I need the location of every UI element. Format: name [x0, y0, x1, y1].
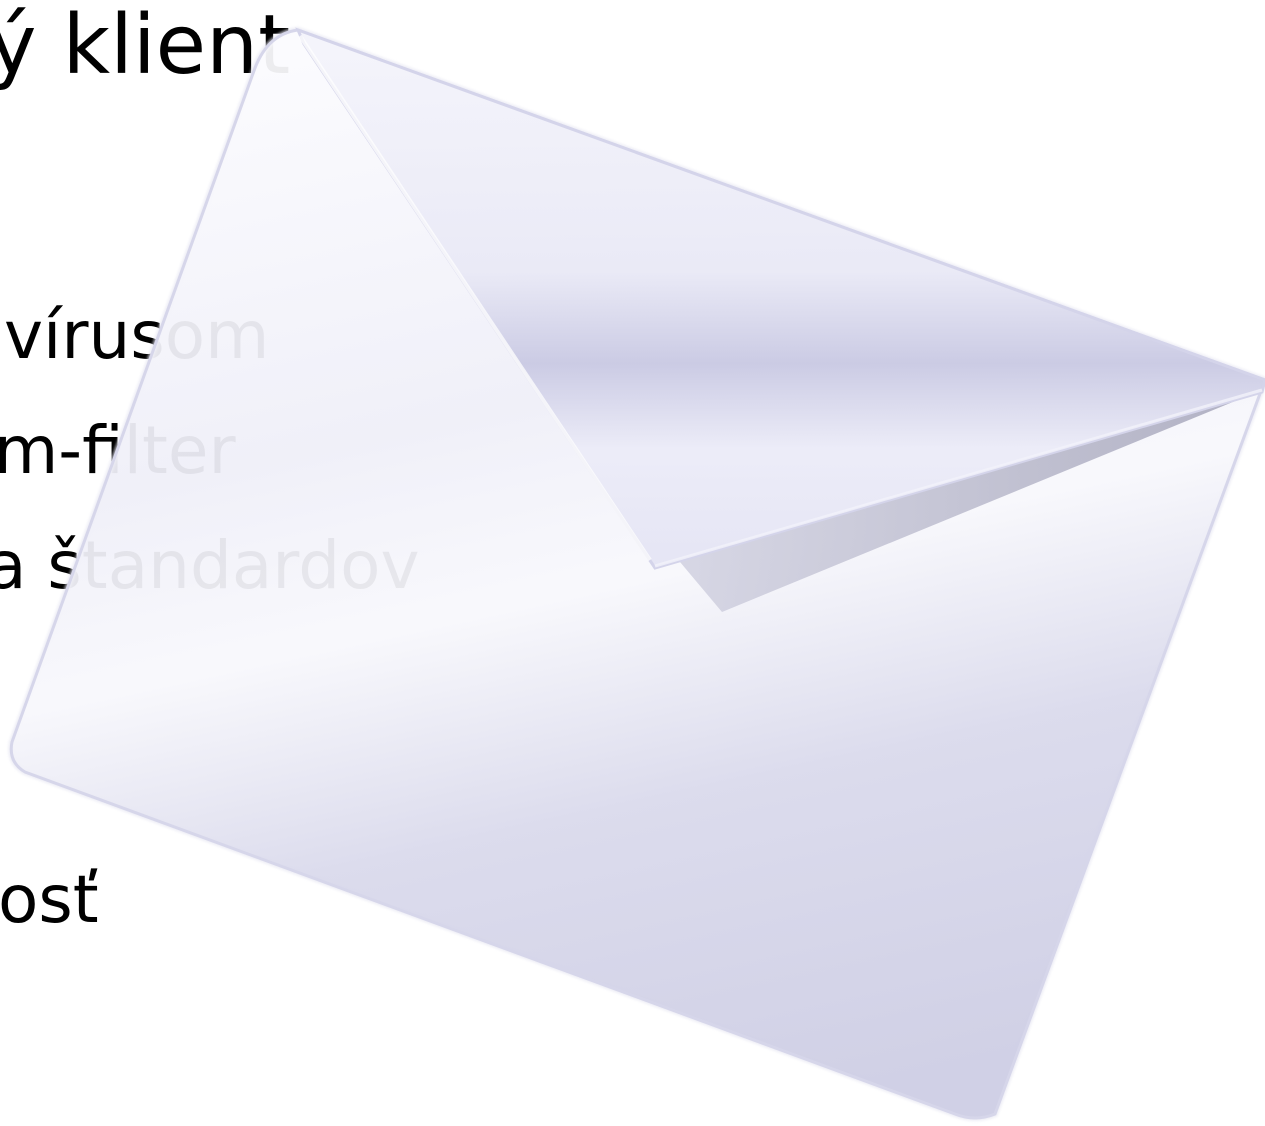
bullet-item: osť [0, 861, 99, 938]
slide-title: ý klient [0, 0, 291, 93]
